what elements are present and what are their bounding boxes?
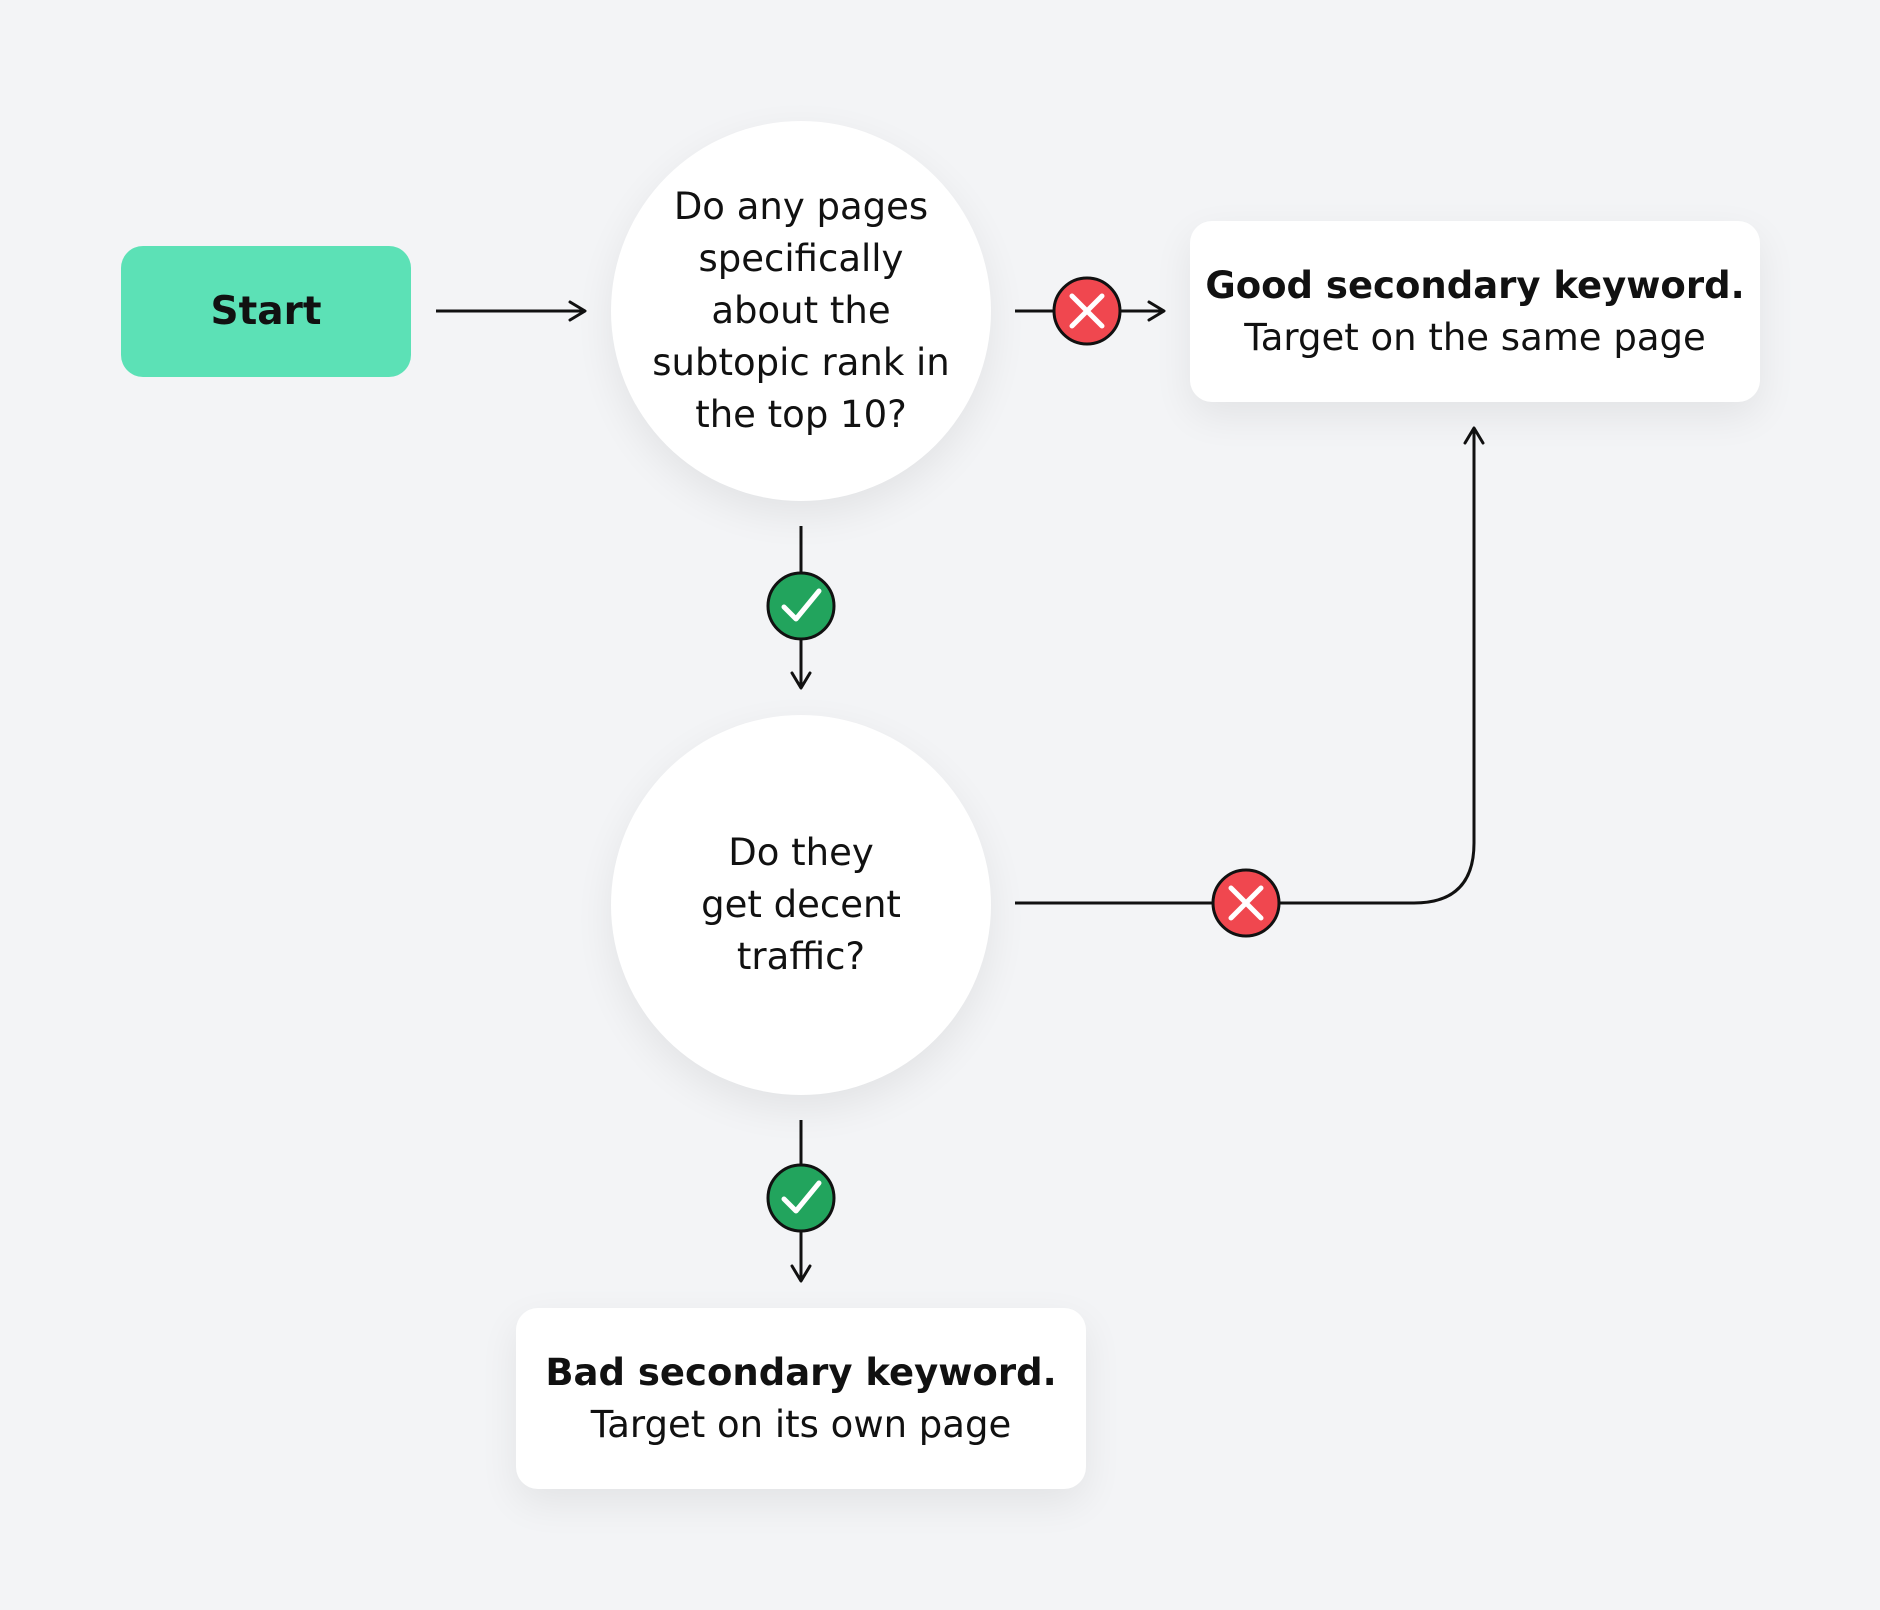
question-text: Do any pages specifically about the subt… — [652, 185, 950, 436]
result-bad-secondary-keyword: Bad secondary keyword. Target on its own… — [516, 1308, 1086, 1489]
start-label: Start — [210, 289, 322, 334]
result-title: Good secondary keyword. — [1205, 263, 1745, 307]
question-node-traffic: Do they get decent traffic? — [611, 715, 991, 1095]
yes-marker — [766, 1163, 836, 1233]
check-icon — [781, 588, 822, 622]
question-text: Do they get decent traffic? — [701, 831, 901, 978]
no-marker — [1211, 868, 1281, 938]
x-icon — [1069, 293, 1105, 329]
result-subtitle: Target on its own page — [590, 1402, 1012, 1446]
yes-marker — [766, 571, 836, 641]
start-node: Start — [121, 246, 411, 377]
result-subtitle: Target on the same page — [1244, 315, 1706, 359]
x-icon — [1228, 885, 1264, 921]
check-icon — [781, 1180, 822, 1214]
result-title: Bad secondary keyword. — [545, 1350, 1057, 1394]
result-good-secondary-keyword: Good secondary keyword. Target on the sa… — [1190, 221, 1760, 402]
question-node-ranking: Do any pages specifically about the subt… — [611, 121, 991, 501]
edge-question-2-to-good-result — [1015, 426, 1485, 905]
no-marker — [1052, 276, 1122, 346]
